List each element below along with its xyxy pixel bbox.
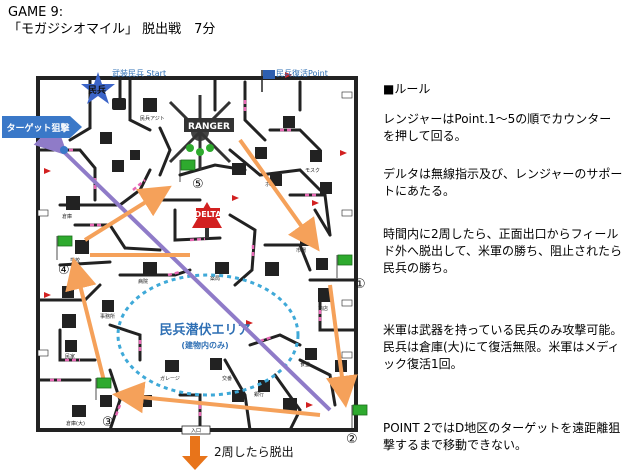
exit-gate-label: 入口 [191, 428, 201, 434]
rule-combat: 米軍は武器を持っている民兵のみ攻撃可能。民兵は倉庫(大)にて復活無限。米軍はメデ… [383, 323, 623, 371]
flag-point-2-icon [351, 404, 368, 428]
ambush-area [116, 273, 300, 397]
building-label: 倉庫(大) [66, 420, 85, 427]
sniper-line [33, 121, 332, 412]
building-icons [62, 98, 347, 417]
point-2-number: ② [346, 432, 358, 447]
rules-heading: ■ルール [383, 82, 431, 96]
flag-point-3-icon [95, 377, 112, 400]
civilian-mark: 民兵 [88, 84, 106, 96]
target-label: ターゲット狙撃 [6, 122, 69, 134]
building-label: モスク [305, 168, 320, 174]
point-5-number: ⑤ [192, 177, 204, 192]
revive-flag-icon [261, 70, 275, 92]
building-label: 事務所 [100, 313, 115, 320]
game-title: 「モガジシオマイル」 脱出戦 7分 [8, 22, 216, 37]
exit-label: 2周したら脱出 [214, 444, 294, 459]
target-badge: ターゲット狙撃 [2, 116, 82, 138]
exit-arrow-icon [182, 436, 208, 470]
delta-marker: DELTA [192, 202, 222, 238]
flag-point-5-icon [179, 159, 196, 182]
flag-point-1-icon [336, 254, 353, 278]
revive-label: 民兵復活Point [276, 68, 328, 78]
point-flags [56, 159, 368, 428]
exit-gate [181, 425, 211, 435]
building-label: 商店 [318, 305, 328, 312]
ranger-label: RANGER [188, 122, 230, 132]
ambush-title: 民兵潜伏エリア [159, 322, 250, 338]
game-number: GAME 9: [8, 5, 64, 20]
building-label: 民家 [65, 353, 75, 360]
ambush-subtitle: (建物内のみ) [181, 340, 228, 350]
flag-point-4-icon [56, 235, 73, 260]
rule-victory: 時間内に2周したら、正面出口からフィールド外へ脱出して、米軍の勝ち、阻止されたら… [383, 227, 623, 275]
building-label: 学校 [70, 257, 80, 264]
civilian-star-icon [81, 72, 115, 104]
delta-label: DELTA [195, 210, 223, 219]
building-label: 病院 [138, 278, 148, 285]
point-4-number: ④ [58, 263, 70, 278]
building-label: 銀行 [254, 391, 264, 398]
rule-ranger: レンジャーはPoint.1～5の順でカウンターを押して回る。 [383, 112, 612, 143]
ranger-route [65, 138, 358, 417]
building-label: 倉庫 [62, 213, 72, 220]
building-label: 食堂 [300, 361, 310, 368]
gate-marks [37, 91, 353, 359]
building-label: 民兵アジト [140, 115, 165, 122]
point-1-number: ① [354, 277, 366, 292]
building-label: 市場 [296, 247, 306, 254]
rule-point2: POINT 2ではD地区のターゲットを遠距離狙撃するまで移動できない。 [383, 421, 621, 452]
point-3-number: ③ [102, 415, 114, 430]
building-label: ガレージ [160, 375, 180, 382]
building-label: 交番 [222, 375, 232, 382]
building-label: 薬局 [210, 275, 220, 282]
rule-delta: デルタは無線指示及び、レンジャーのサポートにあたる。 [383, 167, 623, 198]
ranger-badge [184, 118, 234, 132]
civilian-start-label: 武装民兵 Start [112, 68, 166, 78]
